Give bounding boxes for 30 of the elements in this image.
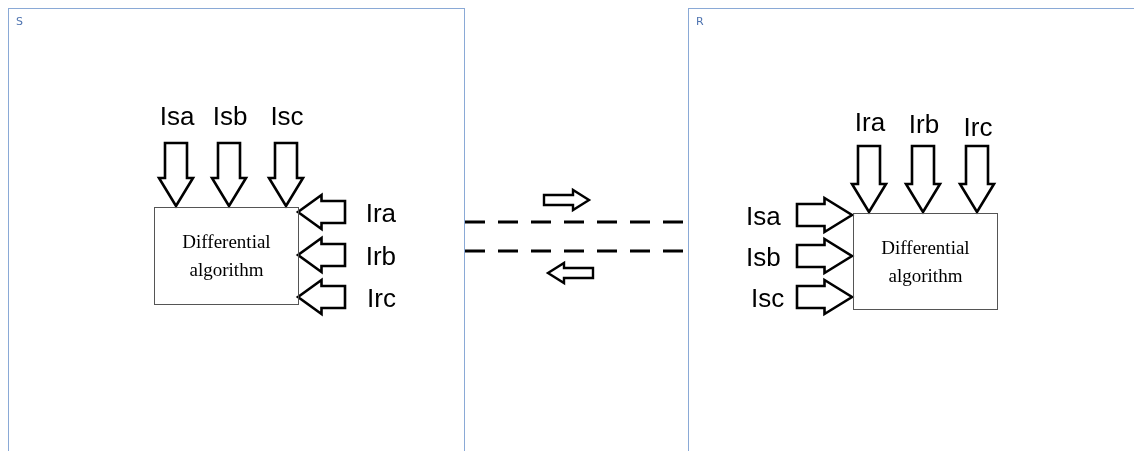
signal-label: Isb	[746, 242, 798, 272]
signal-label: Irc	[958, 112, 998, 147]
signal-label: Isa	[746, 201, 798, 231]
signal-label: Irb	[904, 109, 944, 147]
signal-label: Irb	[346, 241, 396, 271]
block-arrow	[795, 277, 855, 317]
block-arrow	[209, 141, 249, 209]
signal-label: Isc	[265, 101, 309, 144]
block-arrow	[903, 144, 943, 215]
signal-label: Ira	[346, 198, 396, 228]
block-arrow	[795, 195, 855, 235]
block-arrow	[795, 236, 855, 276]
panel	[688, 8, 1134, 451]
block-arrow	[156, 141, 196, 209]
panel-label: S	[16, 15, 23, 28]
block-arrow	[295, 192, 347, 232]
signal-label: Isc	[751, 283, 798, 313]
panel	[8, 8, 465, 451]
block-arrow	[266, 141, 306, 209]
block-arrow	[957, 144, 997, 215]
signal-label: Ira	[850, 107, 890, 147]
panel-label: R	[696, 15, 704, 28]
signal-label: Isa	[157, 101, 197, 144]
block-arrow	[295, 277, 347, 317]
block-arrow	[295, 235, 347, 275]
process-box: Differential algorithm	[154, 207, 299, 305]
block-arrow	[849, 144, 889, 215]
signal-label: Irc	[346, 283, 396, 313]
process-box: Differential algorithm	[853, 213, 998, 310]
signal-label: Isb	[210, 101, 250, 144]
